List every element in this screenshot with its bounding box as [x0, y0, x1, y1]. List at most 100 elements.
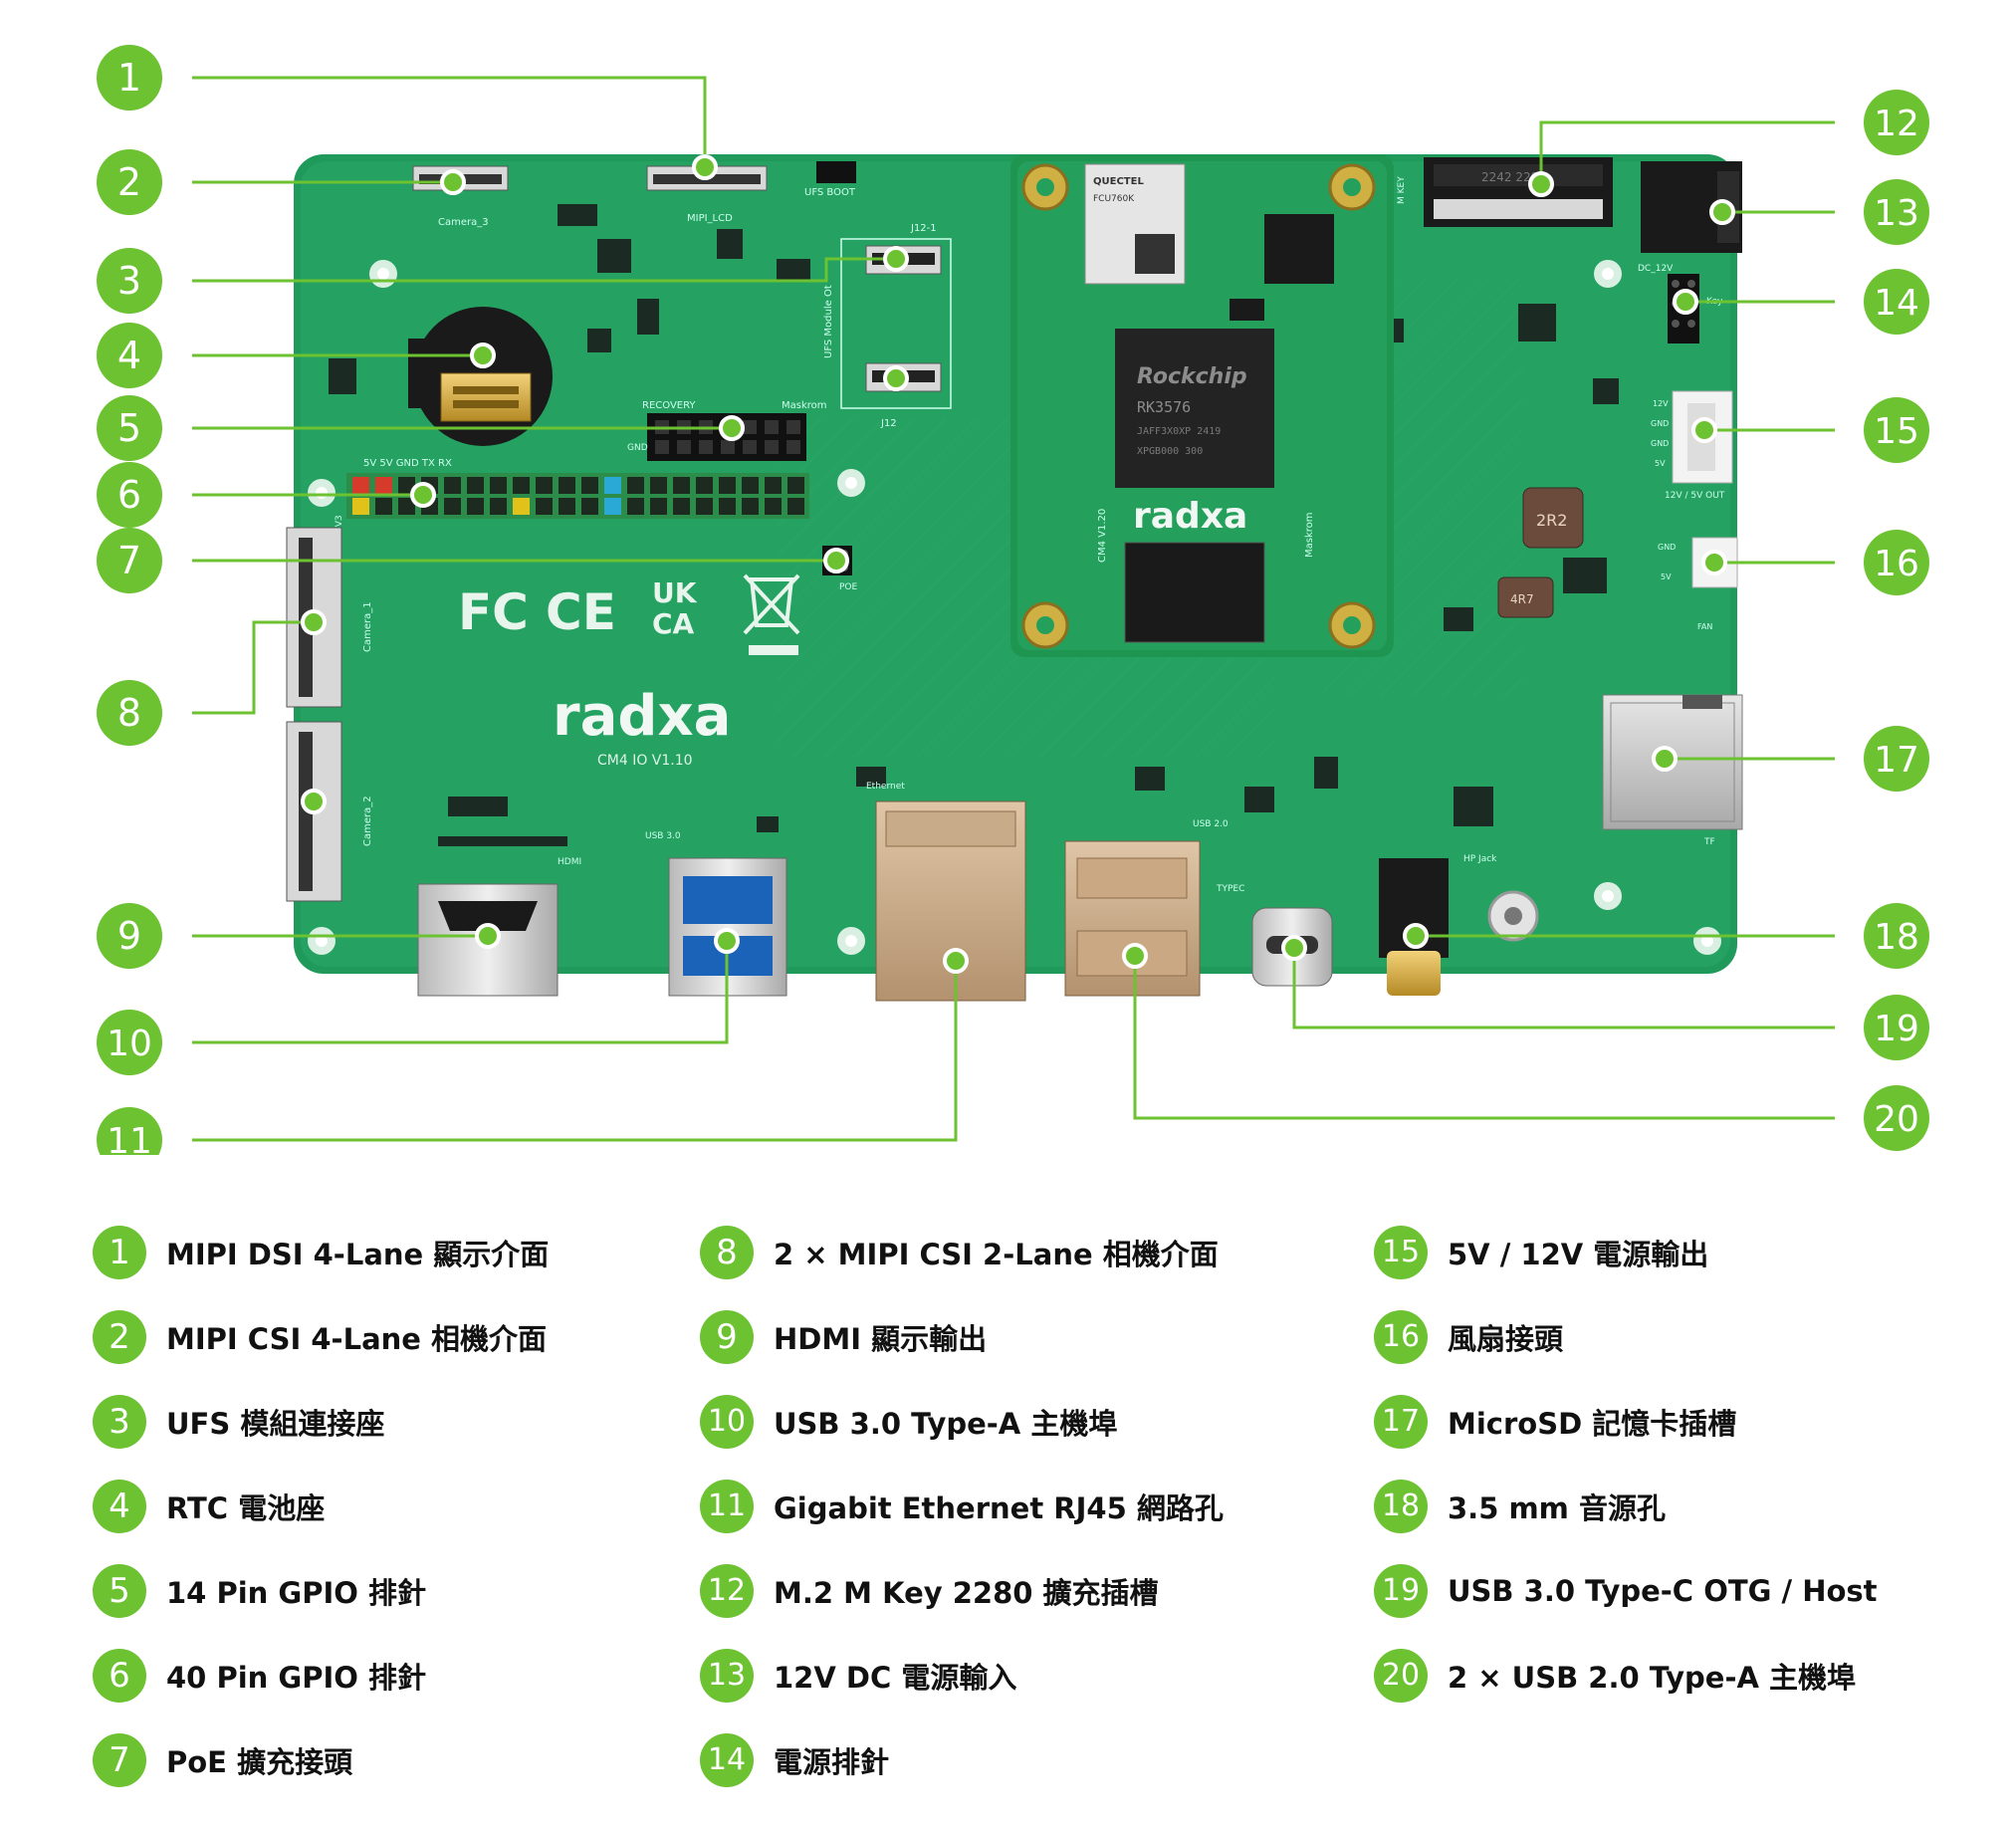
gpio-pin	[559, 498, 575, 515]
legend-label: USB 3.0 Type-A 主機埠	[774, 1407, 1118, 1441]
leader-3	[192, 257, 896, 283]
callout-number-17: 17	[1874, 740, 1919, 781]
m2-slot: 2242 2280 M KEY	[1397, 157, 1613, 227]
silk-dc12v: DC_12V	[1638, 264, 1674, 274]
gpio-pin	[467, 477, 484, 494]
callout-number-8: 8	[117, 691, 141, 735]
callout-badge-10	[97, 1010, 162, 1075]
silk-inductor-1: 2R2	[1536, 511, 1567, 530]
silk-usb20: USB 2.0	[1193, 819, 1229, 829]
legend-label: MIPI DSI 4-Lane 顯示介面	[166, 1238, 550, 1271]
ukca-mark-bottom: CA	[652, 607, 695, 640]
legend-item-9: 9 HDMI 顯示輸出	[700, 1309, 987, 1365]
leader-20	[1133, 956, 1835, 1120]
legend-number: 20	[1374, 1649, 1428, 1703]
legend-label: 電源排針	[774, 1745, 890, 1779]
silk-j12: J12	[880, 418, 897, 429]
wifi-module: QUECTEL FCU760K	[1084, 163, 1186, 285]
mounting-hole	[837, 927, 865, 955]
silk-inductor-2: 4R7	[1510, 592, 1534, 606]
gpio-pin	[650, 498, 667, 515]
module-side: CM4 V1.20	[1097, 509, 1108, 563]
board-diagram: Camera_3 MIPI_LCD UFS BOOT J12-1 J12 UFS…	[97, 45, 1929, 1155]
silk-fan-5v: 5V	[1661, 572, 1672, 581]
silk-mipi-lcd: MIPI_LCD	[687, 213, 733, 224]
legend-label: MIPI CSI 4-Lane 相機介面	[166, 1322, 548, 1356]
callout-number-3: 3	[117, 259, 141, 303]
wifi-brand: QUECTEL	[1093, 176, 1144, 187]
silk-tf: TF	[1703, 837, 1715, 847]
legend-label: USB 3.0 Type-C OTG / Host	[1448, 1574, 1878, 1608]
gpio-pin	[581, 498, 598, 515]
silk-gnd: GND	[627, 443, 648, 453]
legend-label: HDMI 顯示輸出	[774, 1322, 988, 1356]
legend-label: PoE 擴充接頭	[166, 1745, 353, 1779]
gpio-pin	[696, 477, 713, 494]
gpio-pin	[513, 477, 530, 494]
silk-pwr-5v: 5V	[1655, 459, 1666, 468]
callout-badge-14	[1864, 269, 1929, 335]
leader-11	[192, 961, 958, 1142]
gpio-pin	[742, 498, 759, 515]
legend-number: 4	[93, 1480, 146, 1533]
silk-pwr-12v: 12V	[1653, 399, 1669, 408]
gpio-pin	[604, 477, 621, 494]
callout-badge-6	[97, 462, 162, 528]
silk-m-key: M KEY	[1397, 176, 1407, 204]
callout-number-6: 6	[117, 473, 141, 517]
callout-badge-1	[97, 45, 162, 111]
legend-number: 6	[93, 1649, 146, 1703]
mounting-hole	[308, 927, 336, 955]
inductor-4r7: 4R7	[1497, 576, 1554, 618]
gpio-pin	[696, 498, 713, 515]
silk-gpio-top: 5V 5V GND TX RX	[363, 458, 452, 469]
callout-badge-3	[97, 248, 162, 314]
gpio-pins	[352, 477, 804, 515]
gpio-pin	[444, 498, 461, 515]
ce-mark: CE	[546, 583, 616, 641]
gpio-pin	[787, 477, 804, 494]
callout-lines	[192, 76, 1835, 1142]
power-out-connector: 12V GND GND 5V 12V / 5V OUT	[1651, 390, 1733, 501]
gpio-pin	[490, 498, 507, 515]
legend-label: 5V / 12V 電源輸出	[1448, 1238, 1709, 1271]
legend-label: MicroSD 記憶卡插槽	[1448, 1407, 1737, 1441]
pmic-chip	[1264, 214, 1334, 284]
leader-12	[1539, 120, 1835, 184]
leader-8	[192, 620, 314, 715]
leader-10	[192, 941, 729, 1044]
legend-number: 12	[700, 1564, 754, 1618]
callout-badge-15	[1864, 397, 1929, 463]
module-brand: radxa	[1133, 496, 1247, 537]
legend-number: 15	[1374, 1226, 1428, 1279]
legend-label: 2 × MIPI CSI 2-Lane 相機介面	[774, 1238, 1219, 1271]
compute-module: QUECTEL FCU760K Rockchip RK3576 JAFF3X0X…	[1010, 154, 1394, 657]
callout-number-13: 13	[1874, 193, 1919, 234]
legend-label: 12V DC 電源輸入	[774, 1661, 1017, 1695]
callout-badge-7	[97, 528, 162, 593]
silk-pwr-gnd1: GND	[1651, 419, 1669, 428]
legend-label: 2 × USB 2.0 Type-A 主機埠	[1448, 1661, 1857, 1695]
gpio-pin	[375, 498, 392, 515]
silk-hdmi: HDMI	[558, 857, 581, 867]
rtc-battery-holder	[408, 307, 553, 446]
gpio-pin	[673, 477, 690, 494]
legend-number: 9	[700, 1310, 754, 1364]
silk-poe: POE	[839, 582, 858, 592]
silk-maskrom: Maskrom	[782, 400, 827, 411]
legend-label: UFS 模組連接座	[166, 1407, 385, 1441]
legend-number: 16	[1374, 1310, 1428, 1364]
legend-number: 5	[93, 1564, 146, 1618]
silk-fan: FAN	[1697, 622, 1712, 631]
